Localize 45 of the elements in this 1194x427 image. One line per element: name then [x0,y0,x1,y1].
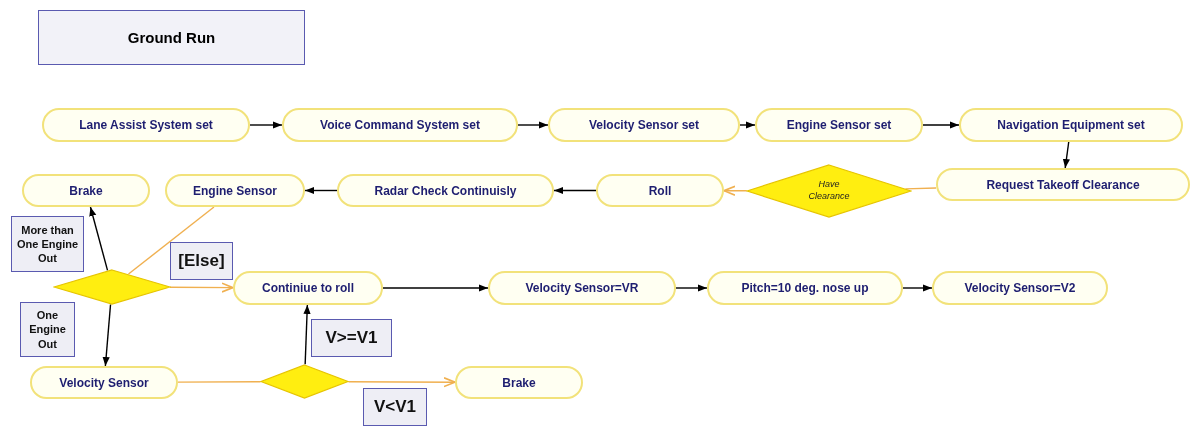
title-box: Ground Run [38,10,305,65]
arrow [1062,141,1070,169]
process-box: Roll [596,174,724,207]
process-box: Velocity Sensor=VR [488,271,676,305]
connector-line [177,381,262,383]
arrow [553,186,597,195]
process-box: Velocity Sensor=V2 [932,271,1108,305]
process-box: Request Takeoff Clearance [936,168,1190,201]
process-box: Voice Command System set [282,108,518,142]
guard-label: [Else] [170,242,233,280]
arrow [249,121,283,129]
arrow [675,284,708,292]
arrow [304,186,338,195]
arrow [382,284,489,292]
decision-label: Have Clearance [807,179,851,203]
process-box: Pitch=10 deg. nose up [707,271,903,305]
arrow [517,121,549,129]
process-box: Engine Sensor set [755,108,923,142]
guard-label: More than One Engine Out [11,216,84,272]
connector-line [127,206,215,275]
decision-diamond [53,269,171,305]
connector-line [904,187,937,190]
process-box: Continiue to roll [233,271,383,305]
decision-diamond [746,164,912,218]
process-box: Lane Assist System set [42,108,250,142]
process-box: Velocity Sensor set [548,108,740,142]
arrow [739,121,756,129]
guard-label: V>=V1 [311,319,392,357]
arrow [723,185,748,196]
arrow [902,284,933,292]
arrow [102,303,112,367]
process-box: Brake [22,174,150,207]
process-box: Brake [455,366,583,399]
process-box: Radar Check Continuisly [337,174,554,207]
arrow [303,304,311,365]
arrow [89,206,109,272]
arrow [922,121,960,129]
process-box: Navigation Equipment set [959,108,1183,142]
arrow [347,376,456,388]
arrow [169,282,234,293]
guard-label: One Engine Out [20,302,75,357]
process-box: Velocity Sensor [30,366,178,399]
process-box: Engine Sensor [165,174,305,207]
guard-label: V<V1 [363,388,427,426]
decision-diamond [260,364,349,399]
